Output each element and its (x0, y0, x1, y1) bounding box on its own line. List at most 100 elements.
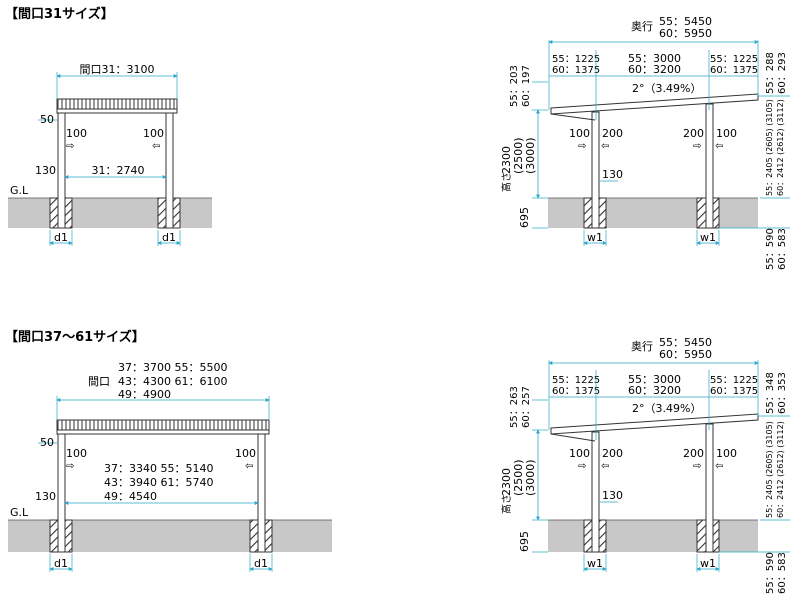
roof-panel (550, 93, 759, 115)
span-left-1: 55：1225 (552, 54, 600, 65)
post-front (591, 431, 600, 553)
below-gl-label: 695 (518, 207, 531, 228)
arrow-left-icon: ⇦ (715, 461, 723, 472)
footing-front-label: w1 (587, 557, 603, 570)
arrow-left-icon: ⇦ (601, 461, 609, 472)
arrow-left-icon: ⇦ (245, 461, 253, 472)
left-top-1: 55：203 (509, 65, 520, 107)
right-bottom-1: 55：590 (765, 552, 776, 594)
height-3: (3000) (524, 137, 537, 174)
ground-band (548, 520, 758, 552)
post-rear-right: 100 (716, 447, 737, 460)
arrow-right-icon: ⇨ (66, 461, 74, 472)
span-right-1: 55：1225 (710, 375, 758, 386)
span-left-1: 55：1225 (552, 375, 600, 386)
post-width-left-label: 100 (66, 447, 87, 460)
span-left-2: 60：1375 (552, 386, 600, 397)
inner-row-3: 49：4540 (104, 490, 157, 503)
roof-beam (56, 108, 178, 114)
post-front (591, 111, 600, 229)
arrow-right-icon: ⇨ (578, 141, 586, 152)
footing-right-label: d1 (162, 231, 176, 244)
depth-title: 奥行 (631, 19, 653, 33)
height-word: 高さ (500, 494, 513, 514)
span-mid-1: 55：3000 (628, 52, 681, 65)
span-left-2: 60：1375 (552, 65, 600, 76)
post-right (257, 431, 266, 553)
post-rear-left: 200 (683, 447, 704, 460)
post-width-left-label: 100 (66, 127, 87, 140)
right-top-2: 60：293 (777, 52, 788, 94)
eave-height-label: 50 (40, 113, 54, 126)
inner-row-2: 43：3940 61：5740 (104, 476, 213, 489)
right-bottom-2: 60：583 (777, 552, 788, 594)
ground-label: G.L (10, 506, 29, 519)
post-width-right-label: 100 (235, 447, 256, 460)
left-top-1: 55：263 (509, 386, 520, 428)
roof-panel (56, 98, 178, 110)
post-rear-left: 200 (683, 127, 704, 140)
inner-row-1: 37：3340 55：5140 (104, 462, 213, 475)
section-1-side-view: 奥行 55：5450 60：5950 55：1225 60：1375 55：30… (500, 15, 790, 270)
arrow-right-icon: ⇨ (66, 141, 74, 152)
post-right (165, 111, 174, 229)
arrow-right-icon: ⇨ (693, 141, 701, 152)
width-row-3: 49：4900 (118, 388, 171, 401)
right-top-1: 55：348 (765, 372, 776, 414)
post-front-left: 100 (569, 447, 590, 460)
footing-rear-label: w1 (700, 231, 716, 244)
arrow-left-icon: ⇦ (601, 141, 609, 152)
slope-label: 2°（3.49%） (632, 82, 701, 95)
below-gl-label: 695 (518, 531, 531, 552)
arrow-left-icon: ⇦ (152, 141, 160, 152)
footing-left-label: d1 (54, 557, 68, 570)
post-rear (705, 103, 714, 229)
right-bottom-2: 60：583 (777, 228, 788, 270)
post-offset-label: 130 (35, 490, 56, 503)
post-front-left: 100 (569, 127, 590, 140)
right-height-1: 55：2405 (2605) (3105) (765, 421, 774, 518)
left-top-2: 60：257 (521, 386, 532, 428)
ground-label: G.L (10, 184, 29, 197)
arrow-right-icon: ⇨ (693, 461, 701, 472)
right-height-2: 60：2412 (2612) (3112) (776, 421, 785, 518)
section-1-front-view: G.L 間口31：3100 50 100 ⇨ 100 ⇦ 130 31：2740… (8, 63, 212, 246)
span-right-2: 60：1375 (710, 65, 758, 76)
section-1-title: 【間口31サイズ】 (5, 7, 114, 22)
post-left (57, 431, 66, 553)
ground-band (8, 198, 212, 228)
width-label: 間口31：3100 (80, 63, 155, 76)
section-2-front-view: G.L 37：3700 55：5500 間口 43：4300 61：6100 4… (8, 361, 332, 572)
section-2-side-view: 奥行 55：5450 60：5950 55：1225 60：1375 55：30… (500, 336, 790, 594)
inner-span-label: 31：2740 (92, 164, 145, 177)
height-2: (2500) (512, 137, 525, 174)
post-rear (705, 423, 714, 553)
arrow-left-icon: ⇦ (715, 141, 723, 152)
ground-band (548, 198, 758, 228)
footing-front-label: w1 (587, 231, 603, 244)
depth-line-1: 55：5450 (659, 15, 712, 28)
arrow-right-icon: ⇨ (578, 461, 586, 472)
roof-panel (550, 413, 759, 435)
right-height-1: 55：2405 (2605) (3105) (765, 99, 774, 196)
post-front-right: 200 (602, 447, 623, 460)
post-front-right: 200 (602, 127, 623, 140)
post-offset-label: 130 (602, 168, 623, 181)
right-height-2: 60：2412 (2612) (3112) (776, 99, 785, 196)
left-top-2: 60：197 (521, 65, 532, 107)
depth-line-1: 55：5450 (659, 336, 712, 349)
right-bottom-1: 55：590 (765, 228, 776, 270)
span-mid-1: 55：3000 (628, 373, 681, 386)
width-row-2-prefix: 間口 (88, 375, 110, 388)
footing-right-label: d1 (254, 557, 268, 570)
slope-label: 2°（3.49%） (632, 402, 701, 415)
right-top-2: 60：353 (777, 372, 788, 414)
footing-left-label: d1 (54, 231, 68, 244)
span-right-1: 55：1225 (710, 54, 758, 65)
height-1: 2300 (500, 146, 513, 174)
height-2: (2500) (512, 459, 525, 496)
footing-rear-label: w1 (700, 557, 716, 570)
roof-panel (56, 419, 270, 431)
span-right-2: 60：1375 (710, 386, 758, 397)
